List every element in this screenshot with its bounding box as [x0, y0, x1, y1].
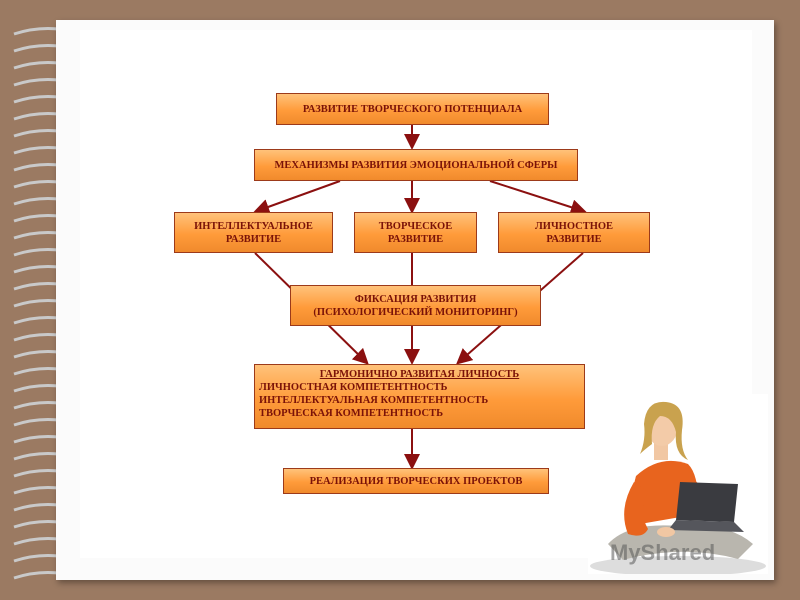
box-intellectual-line2: РАЗВИТИЕ [225, 233, 282, 245]
box-fixation-line1: ФИКСАЦИЯ РАЗВИТИЯ [354, 293, 477, 305]
box-harmonious-personality: ГАРМОНИЧНО РАЗВИТАЯ ЛИЧНОСТЬ ЛИЧНОСТНАЯ … [254, 364, 585, 429]
box-personal-development: ЛИЧНОСТНОЕ РАЗВИТИЕ [498, 212, 650, 253]
box-creative-projects-label: РЕАЛИЗАЦИЯ ТВОРЧЕСКИХ ПРОЕКТОВ [309, 475, 523, 487]
arrow-2-5 [489, 180, 587, 215]
box-personal-line1: ЛИЧНОСТНОЕ [534, 220, 614, 232]
box-creative-projects: РЕАЛИЗАЦИЯ ТВОРЧЕСКИХ ПРОЕКТОВ [283, 468, 549, 494]
box-intellectual-development: ИНТЕЛЛЕКТУАЛЬНОЕ РАЗВИТИЕ [174, 212, 333, 253]
box-creative-potential-label: РАЗВИТИЕ ТВОРЧЕСКОГО ПОТЕНЦИАЛА [302, 103, 523, 115]
box-fixation-line2: (ПСИХОЛОГИЧЕСКИЙ МОНИТОРИНГ) [313, 306, 518, 318]
watermark-logo: MyShared [610, 540, 716, 565]
box-harmonious-title: ГАРМОНИЧНО РАЗВИТАЯ ЛИЧНОСТЬ [319, 369, 520, 380]
box-intellectual-line1: ИНТЕЛЛЕКТУАЛЬНОЕ [194, 220, 313, 232]
girl-with-laptop-image [590, 401, 766, 574]
girl-with-laptop-illustration [588, 394, 768, 574]
box-creative-potential: РАЗВИТИЕ ТВОРЧЕСКОГО ПОТЕНЦИАЛА [276, 93, 549, 125]
box-harmonious-item: ЛИЧНОСТНАЯ КОМПЕТЕНТНОСТЬ [259, 382, 448, 393]
box-emotional-mechanisms: МЕХАНИЗМЫ РАЗВИТИЯ ЭМОЦИОНАЛЬНОЙ СФЕРЫ [254, 149, 578, 181]
box-harmonious-item: ИНТЕЛЛЕКТУАЛЬНАЯ КОМПЕТЕНТНОСТЬ [259, 395, 489, 406]
box-creative-line1: ТВОРЧЕСКОЕ [378, 220, 453, 232]
box-personal-line2: РАЗВИТИЕ [546, 233, 602, 245]
box-harmonious-item: ТВОРЧЕСКАЯ КОМПЕТЕНТНОСТЬ [259, 408, 444, 419]
box-creative-line2: РАЗВИТИЕ [387, 233, 444, 245]
box-creative-development: ТВОРЧЕСКОЕ РАЗВИТИЕ [354, 212, 477, 253]
box-fixation: ФИКСАЦИЯ РАЗВИТИЯ (ПСИХОЛОГИЧЕСКИЙ МОНИТ… [290, 285, 541, 326]
arrow-2-3 [253, 180, 341, 215]
box-emotional-mechanisms-label: МЕХАНИЗМЫ РАЗВИТИЯ ЭМОЦИОНАЛЬНОЙ СФЕРЫ [274, 159, 558, 171]
